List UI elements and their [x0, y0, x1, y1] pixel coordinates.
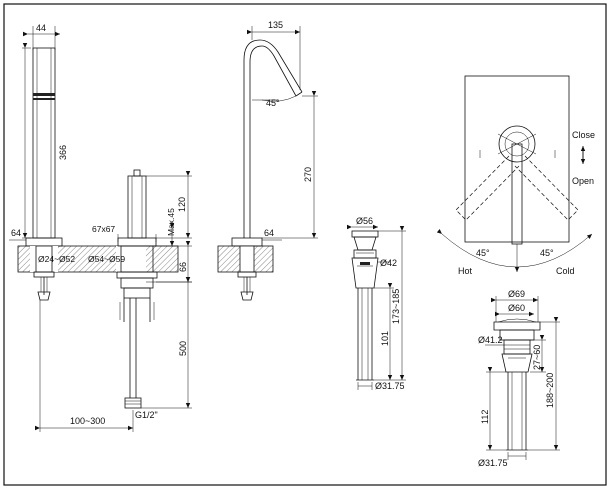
hot-angle-dimension: 45° — [476, 248, 490, 258]
mixer-hole-dimension: Ø54~Ø59 — [88, 254, 125, 264]
supply-depth-dimension: 500 — [178, 341, 188, 356]
hot-label: Hot — [458, 266, 473, 276]
spacing-dimension: 100~300 — [70, 416, 105, 426]
small-drain-range-dimension: 173~185 — [391, 289, 401, 324]
thread-dimension: G1/2" — [135, 410, 158, 420]
large-drain-bottom-dimension: Ø31.75 — [478, 458, 508, 468]
max-thickness-dimension: Max.45 — [166, 208, 176, 236]
large-drain-length-dimension: 112 — [480, 410, 490, 424]
drawing-frame — [3, 3, 607, 486]
spout-angle-dimension: 45° — [266, 98, 280, 108]
lever-view: 45° 45° Hot Cold Close Open — [436, 75, 595, 276]
large-drain-range-dimension: 188~200 — [545, 373, 555, 408]
tap-base-dimension: 64 — [11, 228, 21, 238]
large-drain-inner-dimension: Ø60 — [508, 303, 525, 313]
mixer-height-dimension: 120 — [177, 197, 187, 212]
spout-base-dimension: 64 — [264, 228, 274, 238]
large-drain-outer-dimension: Ø69 — [508, 289, 525, 299]
mixer-thickness-dimension: 66 — [178, 262, 188, 272]
small-drain-bottom-dimension: Ø31.75 — [375, 381, 405, 391]
close-label: Close — [572, 130, 595, 140]
plate-dimension: 67x67 — [92, 224, 115, 234]
tap-hole-dimension: Ø24~Ø52 — [38, 254, 75, 264]
large-drain-travel-dimension: 27~60 — [532, 345, 542, 370]
cold-angle-dimension: 45° — [540, 248, 554, 258]
large-drain-view: Ø69 Ø60 Ø41.2 27~60 188~200 112 — [478, 289, 560, 468]
small-drain-stem-dimension: 101 — [380, 331, 390, 346]
mixer-side-view: 67x67 120 Max.45 66 Ø54~Ø59 G1/2" 500 — [35, 169, 192, 432]
tap-anchor: Ø24~Ø52 — [33, 245, 75, 301]
open-label: Open — [572, 176, 594, 186]
spout-height-dimension: 270 — [303, 167, 313, 182]
tap-view: 44 366 64 — [9, 23, 68, 247]
spout-view: 135 45° 270 64 — [217, 20, 318, 301]
tap-width-dimension: 44 — [36, 23, 46, 33]
large-drain-stem-dimension: Ø41.2 — [478, 335, 503, 345]
small-drain-view: Ø56 Ø42 173~185 101 Ø31.75 — [347, 216, 406, 391]
spout-reach-dimension: 135 — [268, 20, 283, 30]
tap-height-dimension: 366 — [58, 145, 68, 160]
small-drain-top-dimension: Ø56 — [356, 216, 373, 226]
cold-label: Cold — [556, 266, 575, 276]
small-drain-mid-dimension: Ø42 — [380, 258, 397, 268]
